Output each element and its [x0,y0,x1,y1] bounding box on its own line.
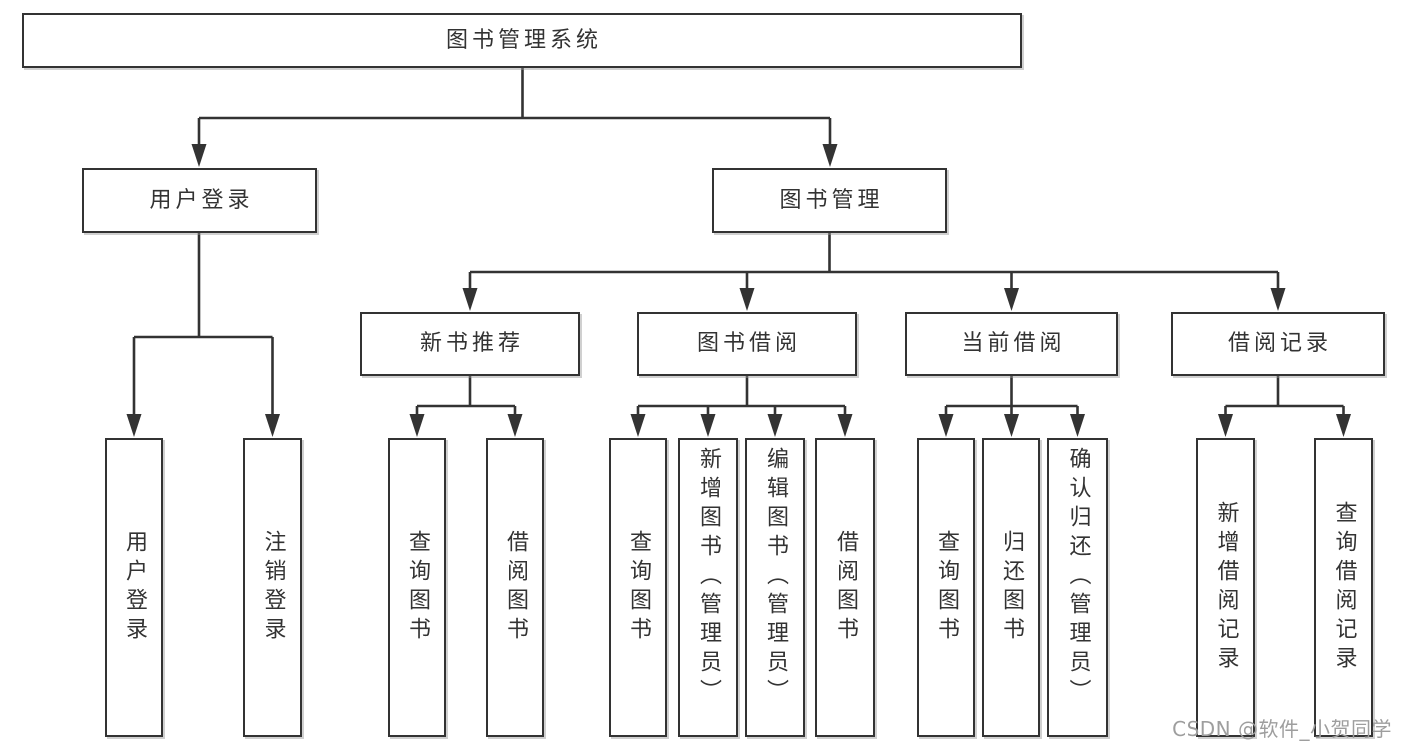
leaf-query-books-current: 查询图书 [917,438,975,737]
node-label: 借阅图书 [833,529,858,646]
node-label: 编辑图书（管理员） [763,447,788,708]
node-user-login: 用户登录 [82,168,317,233]
node-label: 确认归还（管理员） [1065,447,1091,708]
node-label: 当前借阅 [961,331,1066,356]
leaf-return-books: 归还图书 [982,438,1040,737]
csdn-watermark: CSDN @软件_小贺同学 [1172,717,1392,741]
leaf-borrow-books: 借阅图书 [815,438,875,737]
connector-user-login-branch [126,233,280,437]
node-label: 查询图书 [405,529,430,646]
node-label: 图书借阅 [696,331,801,356]
node-label: 查询图书 [934,529,959,646]
leaf-borrow-books-recommend: 借阅图书 [486,438,544,737]
node-label: 新书推荐 [419,331,524,356]
node-label: 新增借阅记录 [1213,500,1239,675]
node-root-library-management-system: 图书管理系统 [22,13,1022,68]
leaf-add-borrow-record: 新增借阅记录 [1196,438,1255,737]
leaf-user-login: 用户登录 [105,438,163,737]
node-book-borrow: 图书借阅 [637,312,857,376]
node-borrow-record: 借阅记录 [1171,312,1385,376]
node-book-management: 图书管理 [712,168,947,233]
connector-book-management-branch [462,233,1286,311]
node-label: 图书管理 [779,187,884,213]
node-label: 查询借阅记录 [1331,500,1357,675]
node-label: 图书管理系统 [445,27,602,53]
leaf-query-books-recommend: 查询图书 [388,438,446,737]
node-label: 新增图书（管理员） [696,447,721,708]
node-label: 归还图书 [999,529,1024,646]
node-label: 用户登录 [122,529,147,646]
leaf-query-books-borrow: 查询图书 [609,438,667,737]
connector-current-borrow-branch [938,376,1085,437]
leaf-add-books-admin: 新增图书（管理员） [678,438,738,737]
connector-new-book-branch [409,376,523,437]
node-current-borrow: 当前借阅 [905,312,1118,376]
node-label: 用户登录 [149,187,254,213]
node-label: 注销登录 [260,529,286,646]
node-label: 查询图书 [626,529,651,646]
node-label: 借阅记录 [1227,331,1332,356]
leaf-query-borrow-record: 查询借阅记录 [1314,438,1373,737]
connector-borrow-record-branch [1218,376,1351,437]
leaf-confirm-return-admin: 确认归还（管理员） [1047,438,1108,737]
connector-book-borrow-branch [630,376,853,437]
leaf-logout: 注销登录 [243,438,302,737]
leaf-edit-books-admin: 编辑图书（管理员） [745,438,805,737]
node-new-book-recommend: 新书推荐 [360,312,580,376]
connector-root-to-level2 [191,68,838,167]
node-label: 借阅图书 [503,529,528,646]
